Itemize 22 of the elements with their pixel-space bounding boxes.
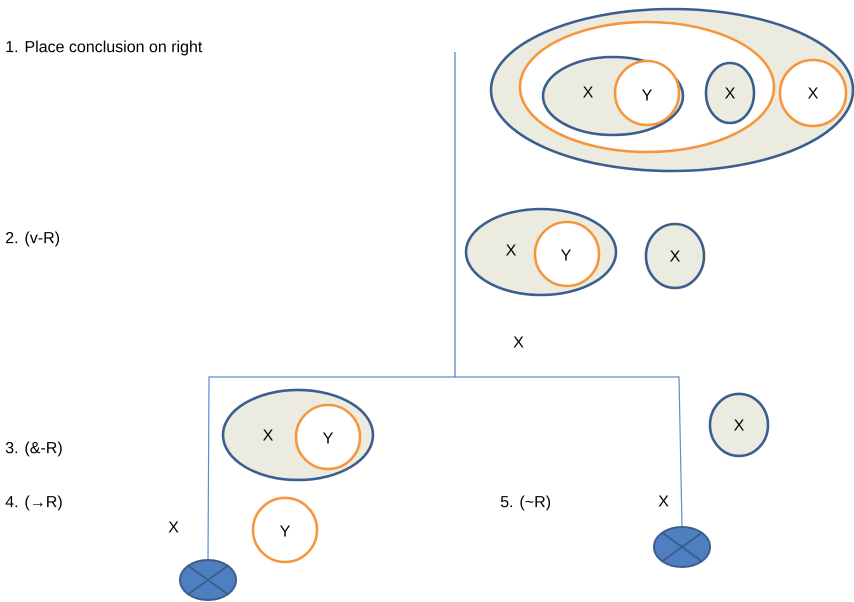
letter: Y bbox=[561, 249, 571, 260]
label: X bbox=[514, 336, 524, 348]
label: 3. (&-R) bbox=[6, 442, 62, 456]
letter: X bbox=[808, 87, 818, 98]
letter: Y bbox=[642, 89, 652, 100]
label: 1. Place conclusion on right bbox=[6, 40, 202, 56]
letter: X bbox=[263, 429, 273, 440]
letter: Y bbox=[280, 525, 290, 536]
tree-line bbox=[454, 52, 683, 527]
letter: X bbox=[670, 250, 680, 262]
letter: X bbox=[734, 419, 744, 430]
letter: Y bbox=[323, 432, 333, 444]
label: 2. (v-R) bbox=[6, 232, 59, 246]
label: 4. (→R) bbox=[6, 496, 62, 510]
crossed-circle bbox=[653, 526, 711, 568]
label: X bbox=[658, 495, 669, 506]
crossed-circle bbox=[179, 558, 237, 601]
letter: X bbox=[506, 244, 516, 256]
letter: X bbox=[583, 86, 593, 98]
label: 5. (~R) bbox=[500, 496, 550, 510]
label: X bbox=[168, 521, 179, 532]
letter: X bbox=[725, 87, 735, 98]
